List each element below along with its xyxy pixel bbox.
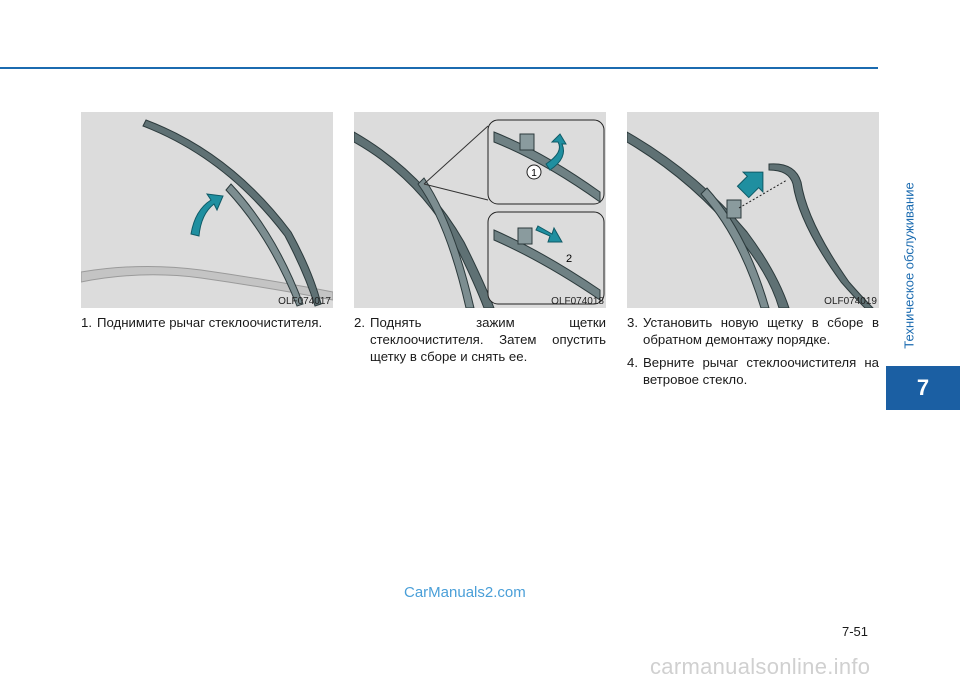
step-text: Верните рычаг стеклоочистителя на ветров… — [643, 355, 879, 387]
watermark-link[interactable]: CarManuals2.com — [404, 584, 526, 601]
step-1: 1. Поднимите рычаг стеклоочистителя. — [81, 314, 333, 331]
wiper-lift-illustration — [81, 119, 333, 307]
callout-1: 1 — [531, 168, 537, 179]
section-title-text: Техническое обслуживание — [901, 181, 917, 349]
figure-code: OLF074018 — [551, 296, 604, 307]
step-4: 4. Верните рычаг стеклоочистителя на вет… — [627, 354, 879, 388]
figure-code: OLF074017 — [278, 296, 331, 307]
step-3: 3. Установить новую щетку в сборе в обра… — [627, 314, 879, 348]
figure-3: OLF074019 — [627, 112, 879, 308]
step-text: Установить новую щетку в сборе в обратно… — [643, 315, 879, 347]
figure-1: OLF074017 — [81, 112, 333, 308]
step-2: 2. Поднять зажим щетки стеклоочистителя.… — [354, 314, 606, 365]
step-number: 3. — [627, 315, 638, 330]
figure-code: OLF074019 — [824, 296, 877, 307]
steps-column-3: 3. Установить новую щетку в сборе в обра… — [627, 314, 879, 394]
wiper-install-illustration — [627, 131, 874, 308]
footer-watermark: carmanualsonline.info — [650, 654, 871, 679]
section-title: Техническое обслуживание — [890, 165, 928, 365]
step-number: 1. — [81, 315, 92, 330]
step-text: Поднимите рычаг стеклоочистителя. — [97, 315, 323, 330]
step-number: 4. — [627, 355, 638, 370]
header-rule — [0, 67, 878, 69]
steps-column-2: 2. Поднять зажим щетки стеклоочистителя.… — [354, 314, 606, 371]
steps-column-1: 1. Поднимите рычаг стеклоочистителя. — [81, 314, 333, 337]
figure-2: 1 2 OLF074018 — [354, 112, 606, 308]
callout-2: 2 — [566, 253, 572, 265]
chapter-tab[interactable]: 7 — [886, 366, 960, 410]
step-number: 2. — [354, 315, 365, 330]
step-text: Поднять зажим щетки стеклоочистителя. За… — [370, 315, 606, 364]
wiper-clip-illustration: 1 2 — [354, 119, 605, 308]
page-number: 7-51 — [842, 624, 869, 639]
